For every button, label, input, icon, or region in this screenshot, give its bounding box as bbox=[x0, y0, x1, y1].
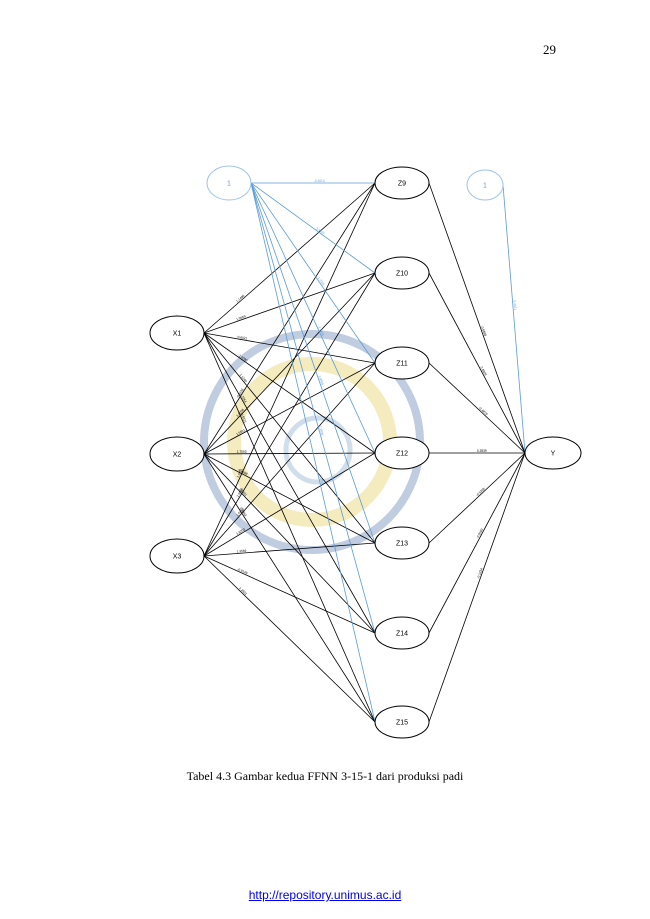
input-bias-node bbox=[206, 165, 252, 201]
weight-edge bbox=[203, 332, 376, 454]
hidden-node-label: Z15 bbox=[396, 720, 408, 727]
bias-weight-label: -1.7031 bbox=[316, 275, 326, 286]
weight-edge bbox=[203, 452, 376, 557]
weight-edge bbox=[203, 182, 376, 334]
weight-label: -0.9149 bbox=[237, 567, 249, 575]
weight-edge bbox=[203, 542, 376, 557]
output-weight-label: 0.6809 bbox=[480, 366, 488, 377]
hidden-node bbox=[374, 616, 430, 650]
bias-weight-label: 1.9624 bbox=[315, 226, 325, 235]
input-node-label: X1 bbox=[173, 331, 182, 338]
weight-label: -1.8668 bbox=[237, 468, 249, 477]
output-weight-label: -0.4870 bbox=[478, 406, 489, 416]
input-bias-node-label: 1 bbox=[227, 181, 231, 188]
input-node bbox=[149, 538, 205, 574]
weight-label: 1.7593 bbox=[237, 450, 247, 454]
weight-edge bbox=[203, 272, 376, 455]
input-node bbox=[149, 436, 205, 472]
weight-label: -0.6021 bbox=[236, 335, 248, 341]
weight-edge bbox=[203, 362, 376, 455]
weight-label: 1.3569 bbox=[236, 549, 246, 554]
weight-label: 1.5006 bbox=[236, 487, 245, 498]
output-bias-node bbox=[466, 169, 504, 201]
output-bias-edge bbox=[502, 184, 526, 454]
weight-label: 0.8463 bbox=[239, 507, 248, 518]
output-bias-label: 0.4671 bbox=[513, 300, 518, 310]
hidden-node bbox=[374, 705, 430, 739]
weight-label: -1.0090 bbox=[237, 353, 248, 363]
output-node bbox=[524, 436, 582, 470]
output-node-label: Y bbox=[551, 451, 556, 458]
weight-label: 1.9659 bbox=[236, 314, 247, 321]
weight-label: -0.5221 bbox=[239, 412, 247, 424]
repository-link[interactable]: http://repository.unimus.ac.id bbox=[248, 888, 402, 902]
output-weight-edge bbox=[428, 362, 526, 454]
weight-label: 1.2264 bbox=[239, 393, 247, 404]
bias-edge bbox=[250, 182, 376, 364]
input-node-label: X3 bbox=[173, 554, 182, 561]
weight-label: 1.8203 bbox=[235, 527, 246, 536]
hidden-node bbox=[374, 436, 430, 470]
bias-weight-label: -0.1506 bbox=[318, 424, 325, 436]
output-weight-label: -0.5369 bbox=[475, 487, 486, 497]
weight-edge bbox=[203, 555, 376, 634]
weight-edge bbox=[203, 332, 376, 723]
bias-edge bbox=[250, 182, 376, 544]
output-weight-label: 0.3939 bbox=[477, 449, 487, 453]
weight-label: 1.6008 bbox=[235, 408, 245, 418]
weight-edge bbox=[203, 332, 376, 544]
weight-edge bbox=[203, 555, 376, 723]
hidden-node bbox=[374, 346, 430, 380]
bias-edge bbox=[250, 182, 376, 634]
hidden-node bbox=[374, 166, 430, 200]
weight-edge bbox=[203, 272, 376, 334]
weight-label: 1.0221 bbox=[236, 468, 244, 479]
bias-edge bbox=[250, 182, 376, 723]
weight-edge bbox=[203, 182, 376, 455]
input-node bbox=[149, 315, 205, 351]
hidden-node-label: Z13 bbox=[396, 541, 408, 548]
output-bias-node-label: 1 bbox=[483, 183, 487, 190]
hidden-node bbox=[374, 526, 430, 560]
weight-label: 1.2601 bbox=[238, 586, 248, 596]
weight-edge bbox=[203, 453, 376, 634]
weight-edge bbox=[203, 452, 376, 455]
hidden-node-label: Z11 bbox=[396, 361, 408, 368]
output-weight-label: -0.6698 bbox=[480, 325, 487, 337]
weight-label: 1.0481 bbox=[238, 487, 248, 497]
bias-weight-label: -0.1014 bbox=[314, 179, 325, 183]
output-weight-edge bbox=[428, 272, 526, 454]
bias-weight-label: 1.8925 bbox=[318, 375, 325, 386]
hidden-node-label: Z14 bbox=[396, 631, 408, 638]
page-number: 29 bbox=[543, 42, 556, 57]
weight-label: 1.1496 bbox=[235, 294, 245, 304]
weight-edge bbox=[203, 453, 376, 723]
weight-label: 1.1249 bbox=[239, 373, 248, 383]
output-weight-label: 0.9193 bbox=[476, 528, 484, 539]
weight-edge bbox=[203, 272, 376, 557]
weight-edge bbox=[203, 332, 376, 634]
weight-label: 1.5418 bbox=[235, 507, 245, 517]
output-weight-edge bbox=[428, 452, 526, 723]
hidden-node-label: Z9 bbox=[398, 181, 406, 188]
bias-weight-label: 1.5406 bbox=[318, 474, 324, 485]
bias-edge bbox=[250, 182, 376, 454]
weight-edge bbox=[203, 362, 376, 557]
bias-weight-label: -1.4456 bbox=[317, 325, 325, 337]
hidden-node bbox=[374, 256, 430, 290]
input-node-label: X2 bbox=[173, 452, 182, 459]
output-weight-edge bbox=[428, 452, 526, 634]
weight-label: 1.5591 bbox=[235, 428, 246, 436]
weight-edge bbox=[203, 332, 376, 364]
figure-caption: Tabel 4.3 Gambar kedua FFNN 3-15-1 dari … bbox=[186, 769, 464, 783]
bias-edge bbox=[250, 182, 376, 274]
output-weight-label: -0.1334 bbox=[476, 567, 483, 579]
hidden-node-label: Z12 bbox=[396, 451, 408, 458]
output-weight-edge bbox=[428, 182, 526, 454]
hidden-node-label: Z10 bbox=[396, 271, 408, 278]
weight-edge bbox=[203, 182, 376, 557]
output-weight-edge bbox=[428, 452, 526, 544]
weight-label: -0.9106 bbox=[235, 387, 244, 398]
